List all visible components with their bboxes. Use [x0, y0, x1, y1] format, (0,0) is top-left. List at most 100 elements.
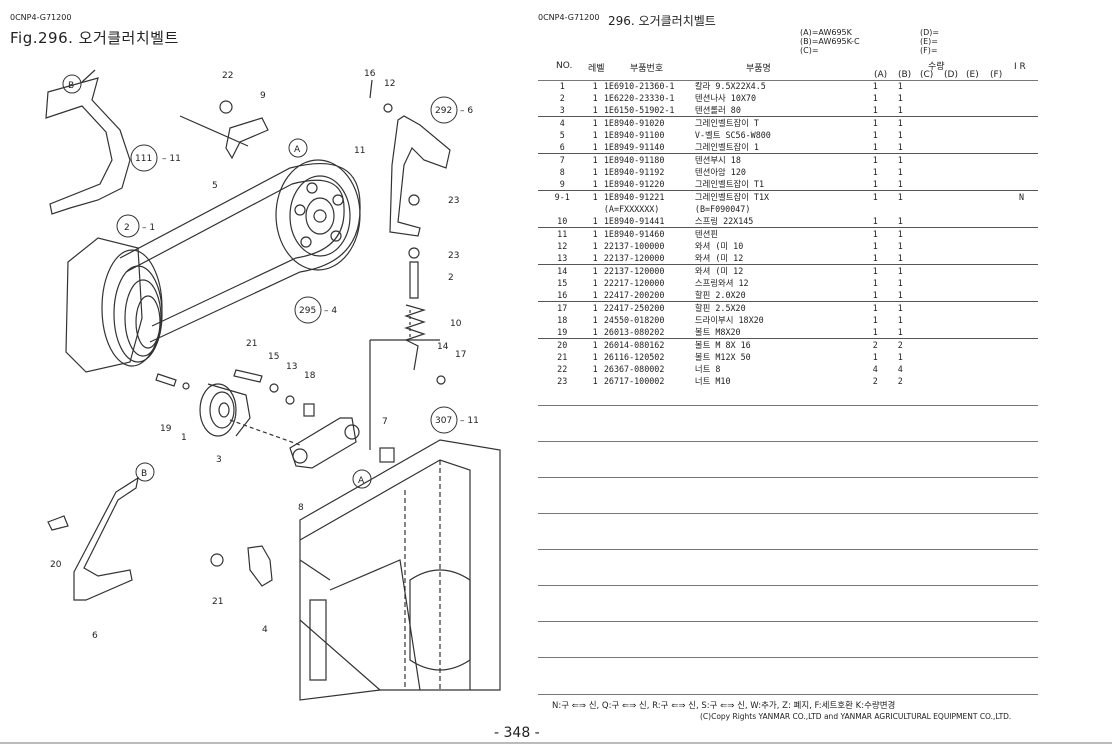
- cell-b: 1: [897, 215, 903, 226]
- label-20: 20: [50, 560, 62, 570]
- exploded-parts-diagram: B 111 – 11 22 9 A 16 12 292 – 6 11 5 2 –…: [45, 69, 501, 701]
- cell-b: 1: [897, 81, 903, 91]
- cell-lv: 1: [586, 190, 604, 203]
- cell-n: [913, 166, 1038, 178]
- cell-pn: 1E8940-91100: [603, 130, 665, 140]
- cell-no: 19: [557, 326, 568, 337]
- cell-a: 1: [872, 314, 878, 325]
- cell-nm: 텐션핀: [694, 226, 863, 240]
- cell-a: 1: [872, 179, 878, 189]
- label-19: 19: [160, 424, 172, 434]
- cell-pn: 22137-120000: [603, 263, 695, 277]
- cell-a: 1: [862, 226, 888, 240]
- label-17: 17: [455, 350, 466, 360]
- label-a-bottom: A: [358, 476, 365, 486]
- cell-b: 4: [897, 363, 903, 374]
- part-6-upper-guide: [45, 77, 131, 215]
- label-15: 15: [268, 352, 279, 362]
- rule-6: [538, 585, 1038, 586]
- part-5-v-belt: [119, 163, 361, 343]
- cell-a: 1: [872, 105, 878, 115]
- header-qty: 수량: [928, 62, 945, 72]
- cell-no: 22: [557, 363, 568, 374]
- header-level: 레벨: [588, 64, 605, 74]
- cell-b: 1: [897, 240, 903, 251]
- cell-no: 5: [559, 130, 565, 140]
- cell-nm: 그레인벨트잡이 T1X: [694, 190, 863, 203]
- label-5: 5: [212, 181, 218, 191]
- cell-no: [538, 203, 586, 215]
- cell-nm: 텐션나사 10X70: [694, 93, 756, 103]
- cell-n: [913, 141, 1038, 154]
- cell-b: 1: [887, 226, 913, 240]
- part-9-bracket: [225, 117, 269, 160]
- label-9: 9: [260, 91, 266, 101]
- cell-lv: 1: [592, 105, 598, 115]
- model-e: (E)=: [920, 37, 938, 46]
- part-2-drive-pulley-housing: [65, 237, 143, 373]
- cell-pn: 1E8940-91180: [603, 153, 695, 166]
- cell-b: 1: [897, 289, 903, 300]
- page-bottom-edge: [0, 742, 1112, 744]
- cell-a: 1: [862, 300, 888, 314]
- label-16: 16: [364, 69, 376, 79]
- left-doc-code: 0CNP4-G71200: [10, 13, 72, 22]
- label-14: 14: [437, 342, 449, 352]
- cell-pn: 22417-200200: [603, 289, 665, 300]
- cell-lv: 1: [592, 277, 598, 288]
- cell-lv: 1: [592, 240, 598, 251]
- cell-no: 1: [559, 81, 565, 91]
- cell-lv: 1: [592, 351, 598, 362]
- rule-3: [538, 477, 1038, 478]
- cell-a: 1: [862, 190, 888, 203]
- cell-lv: 1: [592, 81, 598, 91]
- part-11-tension-arm: [389, 115, 451, 237]
- label-b-bottom: B: [141, 469, 147, 479]
- model-b: (B)=AW695K-C: [800, 37, 860, 46]
- cell-n: [912, 263, 1038, 277]
- label-21-a: 21: [246, 339, 257, 349]
- cell-b: 1: [897, 93, 903, 103]
- cell-lv: 1: [586, 300, 604, 314]
- cell-lv: 1: [592, 179, 598, 189]
- cell-n: [912, 226, 1038, 240]
- rule-7: [538, 621, 1038, 622]
- cell-a: 1: [872, 326, 878, 337]
- model-f: (F)=: [920, 46, 938, 55]
- rule-9: [538, 694, 1038, 695]
- cell-n: [913, 314, 1038, 326]
- cell-pn: 1E8940-91020: [603, 116, 695, 129]
- cell-a: 2: [872, 375, 878, 386]
- label-3: 3: [216, 455, 222, 465]
- cell-a: 1: [872, 130, 878, 140]
- header-part-no: 부품번호: [630, 64, 664, 74]
- cell-nm: 할핀 2.5X20: [694, 300, 863, 314]
- cell-b: 1: [897, 142, 903, 152]
- cell-lv: 1: [592, 363, 598, 374]
- cell-nm: 너트 M10: [694, 375, 731, 386]
- cell-pn: 22417-250200: [603, 300, 695, 314]
- rule-8: [538, 657, 1038, 658]
- cell-n: [913, 363, 1038, 375]
- cell-no: 16: [557, 289, 568, 300]
- cell-a: 1: [872, 93, 878, 103]
- cell-no: 4: [538, 116, 587, 129]
- cell-b: 2: [887, 337, 913, 351]
- rule-2: [538, 441, 1038, 442]
- cell-b: 1: [897, 130, 903, 140]
- cell-b: 1: [897, 105, 903, 115]
- cell-a: [863, 203, 888, 215]
- cell-no: 15: [557, 277, 568, 288]
- cell-a: 1: [872, 240, 878, 251]
- label-m11-a: – 11: [162, 154, 181, 164]
- cell-pn: 1E8940-91221: [603, 190, 695, 203]
- cell-nm: (B=F090047): [694, 203, 751, 214]
- cell-lv: 1: [592, 375, 598, 386]
